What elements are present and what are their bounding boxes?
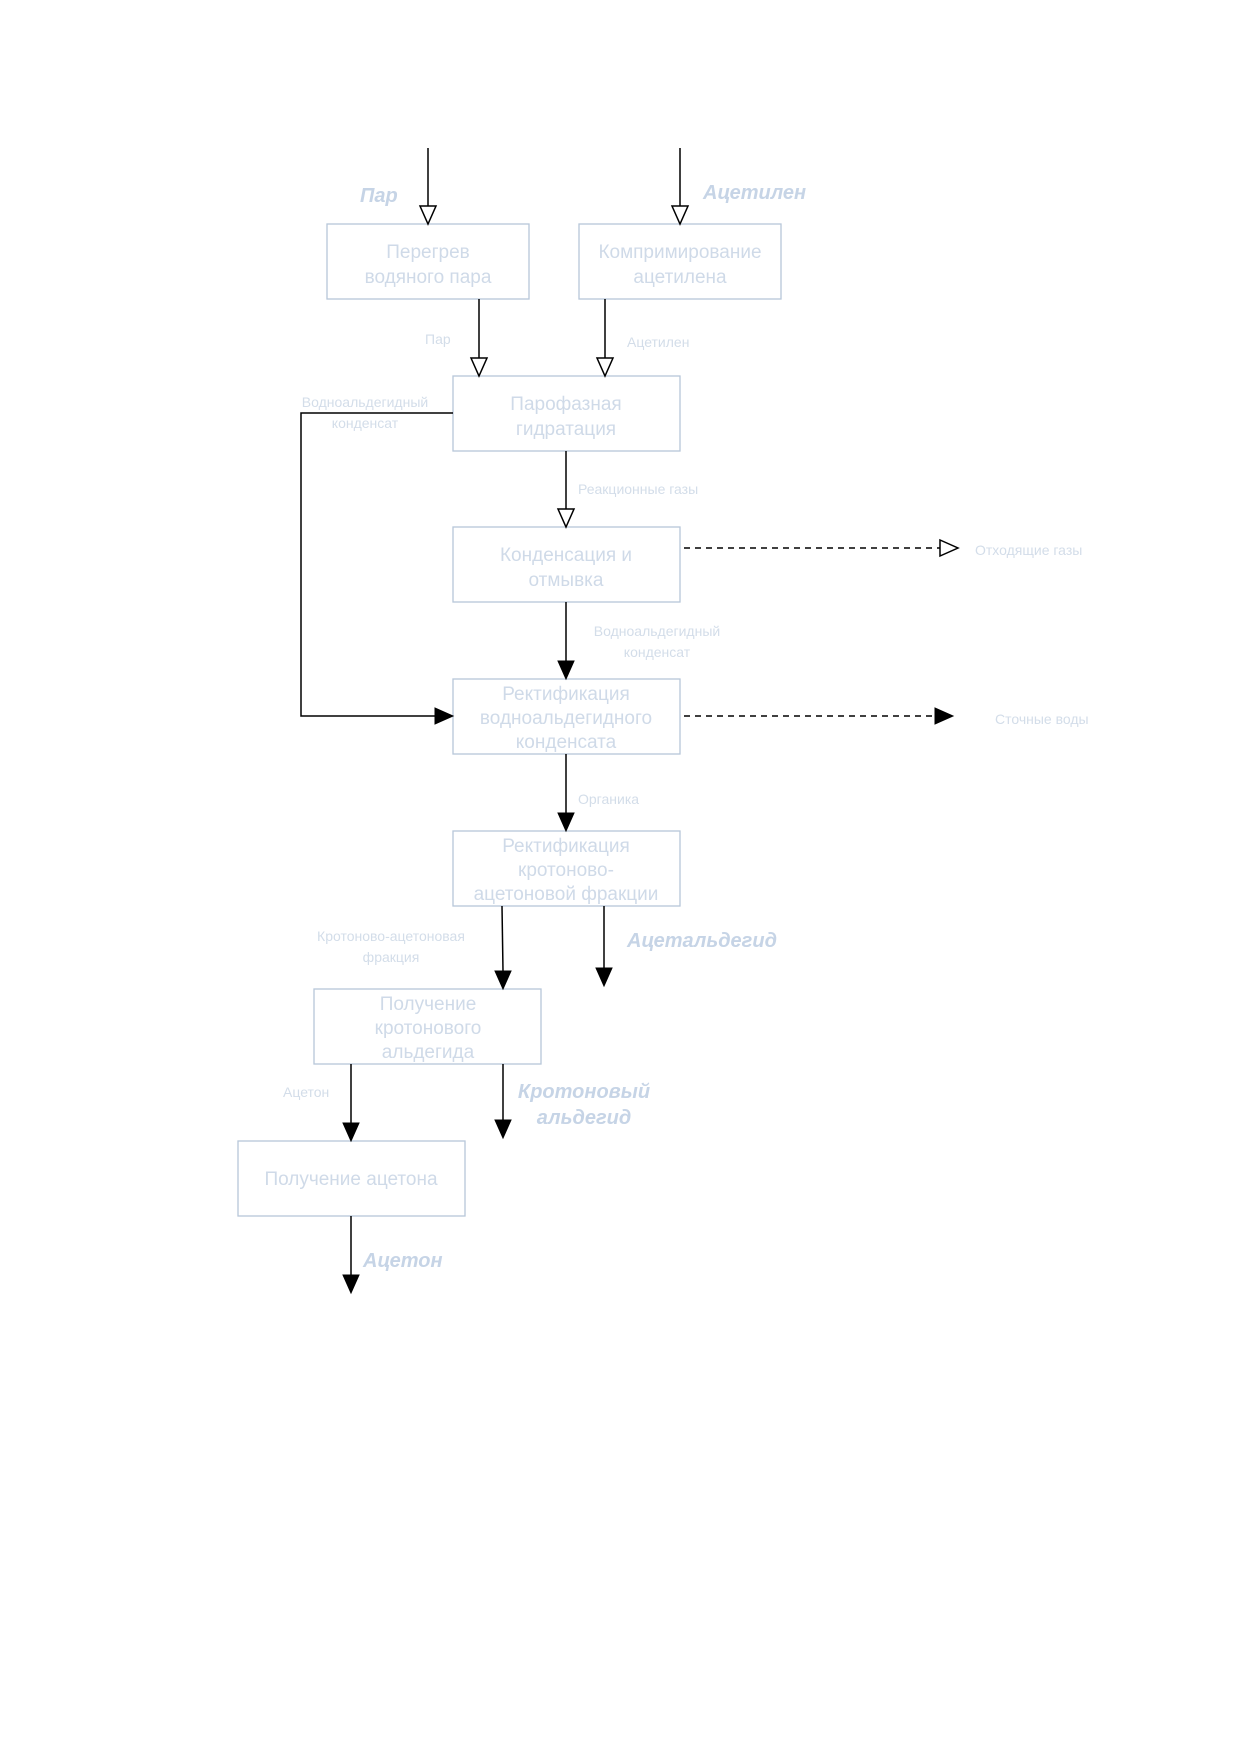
product-label-crotonaldehyde-line-2: альдегид xyxy=(537,1107,631,1129)
arrowhead-acetone-feed-icon xyxy=(342,1122,360,1143)
flow-label-croton-acetone-line-1: Кротоново-ацетоновая xyxy=(317,928,465,944)
flow-label-reaction-gases: Реакционные газы xyxy=(578,481,698,497)
box-steam-superheat: Перегрев водяного пара xyxy=(326,223,530,300)
arrowhead-aldehyde-condensate-icon xyxy=(557,660,575,681)
product-label-acetone: Ацетон xyxy=(362,1250,443,1272)
arrowhead-reaction-gases-icon xyxy=(556,508,576,529)
box-acetylene-compression-line-2: ацетилена xyxy=(633,267,727,288)
arrowhead-crotonaldehyde-icon xyxy=(494,1119,512,1140)
box-condensation-line-2: отмывка xyxy=(529,570,604,591)
flow-label-acetone: Ацетон xyxy=(283,1084,329,1100)
product-label-acetaldehyde: Ацетальдегид xyxy=(626,930,777,952)
box-rect-croton-line-3: ацетоновой фракции xyxy=(474,884,659,905)
flow-recycle-condensate xyxy=(300,412,453,717)
arrowhead-off-gases-icon xyxy=(939,538,960,558)
flow-label-recycle-line-1: Водноальдегидный xyxy=(302,394,428,410)
flow-label-aldehyde-line-1: Водноальдегидный xyxy=(594,623,720,639)
flow-label-steam: Пар xyxy=(425,331,451,347)
box-rect-aldehyde: Ректификация водноальдегидного конденсат… xyxy=(452,678,681,755)
box-acetylene-compression-line-1: Компримирование xyxy=(598,242,761,263)
flow-label-aldehyde-line-2: конденсат xyxy=(624,644,691,660)
arrowhead-acetylene-input-icon xyxy=(670,205,690,226)
flow-label-wastewater: Сточные воды xyxy=(995,711,1089,727)
arrowhead-acetone-product-icon xyxy=(342,1274,360,1295)
box-rect-croton: Ректификация кротоново- ацетоновой фракц… xyxy=(452,830,681,907)
arrowhead-steam-input-icon xyxy=(418,205,438,226)
arrowhead-wastewater-icon xyxy=(934,707,955,725)
box-acetone-prod-line-1: Получение ацетона xyxy=(264,1169,438,1190)
box-vapor-hydration: Парофазная гидратация xyxy=(452,375,681,452)
box-steam-superheat-line-1: Перегрев xyxy=(386,242,470,263)
box-crotonaldehyde-prod-line-1: Получение xyxy=(380,994,477,1015)
box-crotonaldehyde-prod-line-2: кротонового xyxy=(375,1018,482,1039)
arrowhead-acetaldehyde-icon xyxy=(595,967,613,988)
flow-croton-acetone-fraction xyxy=(501,905,504,972)
box-acetylene-compression: Компримирование ацетилена xyxy=(578,223,782,300)
box-rect-aldehyde-line-1: Ректификация xyxy=(502,684,630,705)
input-label-acetylene: Ацетилен xyxy=(702,182,806,204)
arrowhead-recycle-icon xyxy=(434,707,455,725)
box-acetone-prod: Получение ацетона xyxy=(237,1140,466,1217)
input-label-steam: Пар xyxy=(360,185,398,207)
flow-label-croton-acetone-line-2: фракция xyxy=(363,949,420,965)
arrowhead-steam-hydration-icon xyxy=(469,357,489,378)
box-steam-superheat-line-2: водяного пара xyxy=(365,267,492,288)
box-rect-croton-line-1: Ректификация xyxy=(502,836,630,857)
box-crotonaldehyde-prod-line-3: альдегида xyxy=(382,1042,475,1063)
flow-label-organics: Органика xyxy=(578,791,639,807)
product-label-crotonaldehyde-line-1: Кротоновый xyxy=(518,1081,650,1103)
box-rect-aldehyde-line-2: водноальдегидного xyxy=(480,708,652,729)
flow-label-acetylene: Ацетилен xyxy=(627,334,689,350)
arrowhead-acetylene-hydration-icon xyxy=(595,357,615,378)
box-rect-aldehyde-line-3: конденсата xyxy=(516,732,617,753)
flow-label-off-gases: Отходящие газы xyxy=(975,542,1082,558)
flow-label-recycle-line-2: конденсат xyxy=(332,415,399,431)
arrowhead-croton-acetone-icon xyxy=(494,970,512,991)
box-rect-croton-line-2: кротоново- xyxy=(518,860,614,881)
box-condensation: Конденсация и отмывка xyxy=(452,526,681,603)
arrowhead-organics-icon xyxy=(557,812,575,833)
box-vapor-hydration-line-2: гидратация xyxy=(516,419,616,440)
box-condensation-line-1: Конденсация и xyxy=(500,545,632,566)
box-vapor-hydration-line-1: Парофазная xyxy=(510,394,621,415)
box-crotonaldehyde-prod: Получение кротонового альдегида xyxy=(313,988,542,1065)
